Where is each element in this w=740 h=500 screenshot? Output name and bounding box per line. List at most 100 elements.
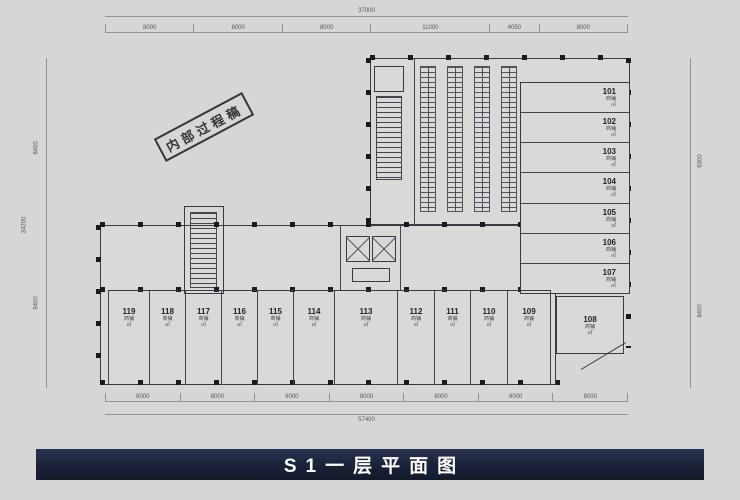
room-type: 商铺	[123, 316, 134, 322]
partition-wall	[414, 58, 415, 225]
room-type: 商铺	[605, 276, 616, 283]
room-number: 102	[602, 117, 616, 127]
room-cell: 106 商铺 ㎡	[521, 232, 629, 263]
room-type: 商铺	[162, 316, 173, 322]
dim-bottom-total-line: 57400	[105, 414, 628, 423]
room-area: ㎡	[236, 322, 242, 328]
stall-rack	[474, 66, 490, 212]
room-area: ㎡	[610, 162, 616, 169]
room-number: 108	[583, 314, 597, 324]
dim-label: 8000	[538, 24, 628, 33]
dim-label: 11000	[370, 24, 490, 33]
room-area: ㎡	[126, 322, 132, 328]
room-type: 商铺	[270, 316, 281, 322]
room-area: ㎡	[272, 322, 278, 328]
room-cell: 101 商铺 ㎡	[521, 83, 629, 112]
room-type: 商铺	[234, 316, 245, 322]
room-number: 101	[602, 87, 616, 97]
dim-label: 8000	[281, 24, 371, 33]
room-type: 商铺	[483, 316, 494, 322]
partition-wall	[400, 225, 401, 290]
dim-label: 6300	[697, 154, 704, 168]
room-area: ㎡	[164, 322, 170, 328]
room-number: 116	[233, 307, 246, 316]
room-number: 110	[482, 307, 496, 316]
stall-rack	[420, 66, 436, 212]
room-cell: 113 商铺 ㎡	[335, 291, 398, 385]
room-number: 115	[269, 307, 282, 316]
column-row	[100, 222, 630, 227]
dim-label: 8000	[254, 393, 329, 402]
dim-label: 8000	[552, 393, 629, 402]
room-type: 商铺	[605, 156, 616, 163]
dim-bottom-segments: 8000 8000 8000 8000 8000 8000 8000	[105, 393, 629, 402]
room-number: 109	[522, 307, 536, 316]
room-area: ㎡	[610, 282, 616, 289]
room-type: 商铺	[605, 126, 616, 133]
stair-upper	[376, 96, 402, 180]
room-type: 商铺	[605, 216, 616, 223]
room-area: ㎡	[610, 102, 616, 109]
room-number: 113	[359, 307, 373, 316]
room-cell: 107 商铺 ㎡	[521, 262, 629, 293]
room-number: 107	[602, 267, 616, 277]
dim-top-segments: 8000 8000 8000 11000 4050 8000	[105, 24, 628, 33]
column-row	[366, 58, 371, 225]
room-area: ㎡	[486, 322, 492, 328]
room-cell: 108 商铺 ㎡	[556, 296, 624, 354]
room-number: 119	[122, 307, 136, 316]
dim-label: 4050	[489, 24, 539, 33]
page-title: S1一层平面图	[283, 456, 466, 477]
dim-top-total-label: 37000	[358, 8, 375, 14]
dim-label: 8000	[105, 24, 194, 33]
dim-label: 8000	[477, 393, 553, 402]
room-number: 112	[409, 307, 423, 316]
room-cell: 116 商铺 ㎡	[222, 291, 258, 385]
column-row	[100, 287, 555, 292]
room-area: ㎡	[200, 322, 206, 328]
room-cell: 110 商铺 ㎡	[471, 291, 508, 385]
room-number: 118	[161, 307, 174, 316]
room-cell: 104 商铺 ㎡	[521, 172, 629, 202]
room-type: 商铺	[447, 316, 458, 322]
room-area: ㎡	[587, 329, 593, 336]
title-banner: S1一层平面图	[36, 449, 704, 480]
room-type: 商铺	[410, 316, 421, 322]
room-area: ㎡	[610, 192, 616, 199]
room-number: 117	[197, 307, 210, 316]
room-cell: 119 商铺 ㎡	[108, 291, 150, 385]
room-area: ㎡	[311, 322, 317, 328]
room-cell: 105 商铺 ㎡	[521, 202, 629, 233]
room-area: ㎡	[413, 322, 419, 328]
draft-watermark-stamp: 内部过程稿	[153, 92, 255, 162]
bottom-shop-row: 119 商铺 ㎡ 118 商铺 ㎡ 117 商铺 ㎡ 116 商铺 ㎡ 115 …	[108, 290, 551, 385]
lower-block-wall	[100, 225, 556, 385]
room-number: 105	[602, 207, 616, 217]
dim-left-line	[46, 58, 47, 388]
dim-label: 8000	[179, 393, 255, 402]
room-cell: 117 商铺 ㎡	[186, 291, 222, 385]
room-number: 106	[602, 237, 616, 247]
room-type: 商铺	[605, 96, 616, 103]
room-number: 111	[446, 307, 459, 316]
column-row	[370, 55, 630, 60]
elevator-icon	[346, 236, 370, 262]
stair-core-wall	[184, 206, 224, 294]
elevator-lobby	[352, 268, 390, 282]
room-area: ㎡	[526, 322, 532, 328]
room-number: 114	[307, 307, 321, 316]
room-type: 商铺	[360, 316, 371, 322]
room-number: 103	[602, 147, 616, 157]
right-shop-column: 101 商铺 ㎡ 102 商铺 ㎡ 103 商铺 ㎡ 104 商铺 ㎡ 105 …	[520, 82, 630, 294]
elevator-icon	[372, 236, 396, 262]
room-cell: 111 商铺 ㎡	[435, 291, 471, 385]
room-cell: 114 商铺 ㎡	[294, 291, 335, 385]
room-area: ㎡	[363, 322, 369, 328]
dim-label: 8000	[105, 393, 180, 402]
room-area: ㎡	[449, 322, 455, 328]
room-type: 商铺	[605, 186, 616, 193]
dim-label: 9400	[33, 296, 40, 310]
column-row	[96, 225, 101, 385]
dim-bottom-total-label: 57400	[358, 417, 375, 423]
dim-left-total-label: 34200	[21, 216, 28, 234]
